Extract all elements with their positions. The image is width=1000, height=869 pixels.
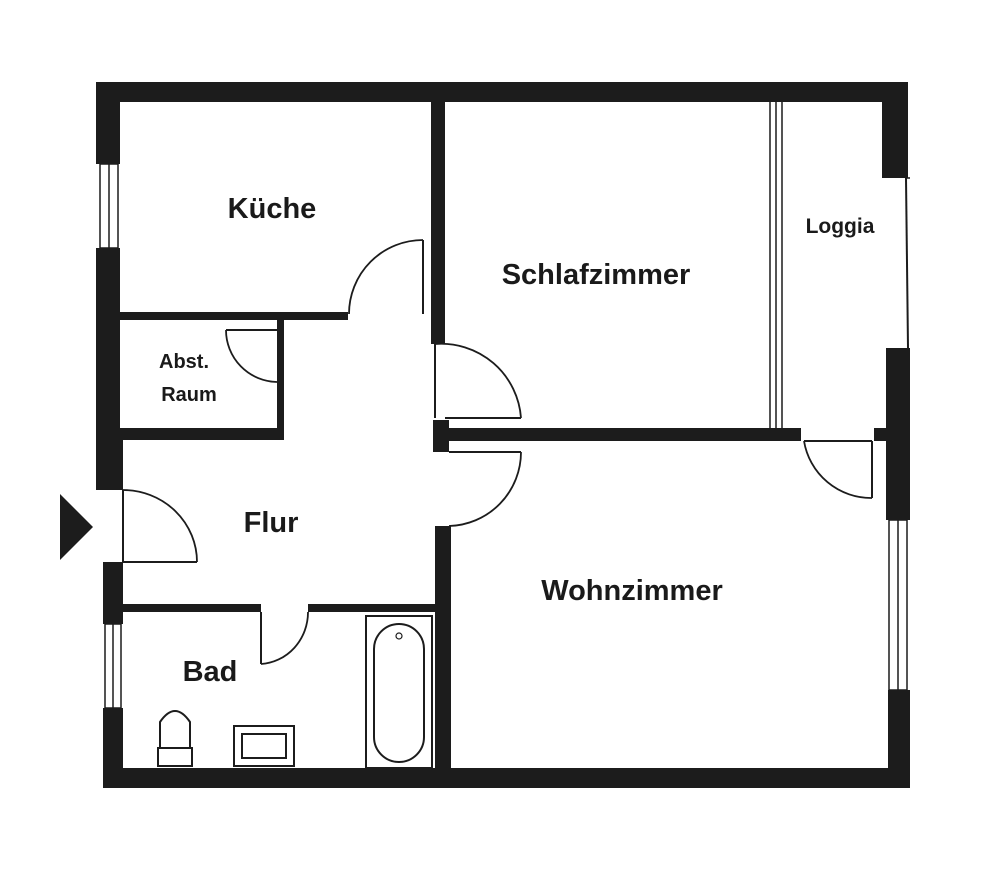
windows: [99, 102, 910, 709]
doors: [122, 239, 873, 665]
room-label-bad: Bad: [183, 656, 238, 688]
room-label-wohnzimmer: Wohnzimmer: [541, 575, 723, 607]
exterior-walls: [96, 82, 910, 788]
bathroom-fixtures: [157, 615, 433, 769]
room-label-abst-raum-line2: Raum: [161, 384, 217, 406]
room-label-abst-raum-line1: Abst.: [159, 351, 209, 373]
room-label-flur: Flur: [244, 507, 299, 539]
interior-walls: [103, 102, 888, 788]
room-label-kueche: Küche: [228, 193, 317, 225]
room-label-loggia: Loggia: [806, 215, 875, 238]
room-label-schlafzimmer: Schlafzimmer: [502, 259, 691, 291]
entrance-arrow-icon: [60, 494, 93, 560]
